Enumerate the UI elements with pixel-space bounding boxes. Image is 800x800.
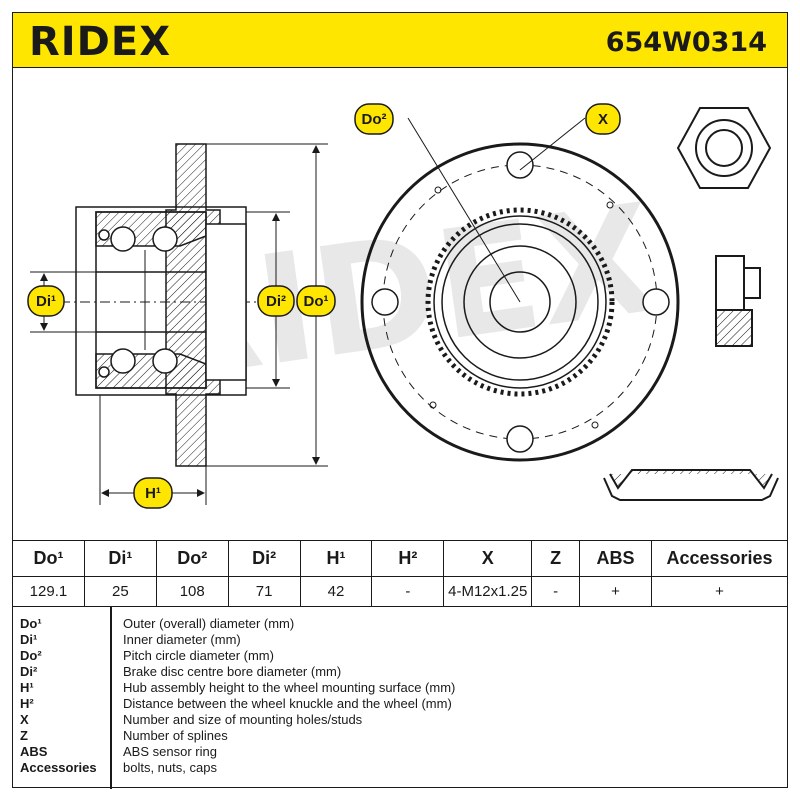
legend-description: Number and size of mounting holes/studs [123, 712, 363, 727]
legend-description: ABS sensor ring [123, 744, 217, 759]
legend-row: H¹ Hub assembly height to the wheel mount… [12, 680, 788, 696]
callout-do2: Do² [354, 103, 394, 135]
legend-description: bolts, nuts, caps [123, 760, 217, 775]
spec-header: Di² [227, 540, 301, 577]
legend-symbol: Accessories [20, 760, 97, 775]
nut-front-icon [676, 107, 772, 189]
spec-value: 4-M12x1.25 [443, 576, 533, 607]
callout-h1: H¹ [133, 477, 173, 509]
spec-header: Di¹ [83, 540, 157, 577]
legend: Do¹ Outer (overall) diameter (mm) Di¹ Inne… [12, 606, 788, 789]
svg-text:Do²: Do² [362, 111, 387, 128]
legend-description: Outer (overall) diameter (mm) [123, 616, 295, 631]
cap-icon [603, 469, 779, 501]
legend-description: Pitch circle diameter (mm) [123, 648, 274, 663]
legend-symbol: H¹ [20, 680, 34, 695]
legend-row: Do¹ Outer (overall) diameter (mm) [12, 616, 788, 632]
legend-symbol: Z [20, 728, 28, 743]
hub-cross-section [60, 143, 262, 467]
spec-table: Do¹ Di¹ Do² Di² H¹ H² X Z ABS Accessorie… [12, 540, 788, 607]
legend-row: Z Number of splines [12, 728, 788, 744]
spec-header: ABS [579, 540, 653, 577]
svg-text:Di¹: Di¹ [36, 293, 56, 310]
spec-value: - [371, 576, 445, 607]
spec-header: Do² [155, 540, 229, 577]
legend-symbol: ABS [20, 744, 48, 759]
legend-row: ABS ABS sensor ring [12, 744, 788, 760]
legend-symbol: Do¹ [20, 616, 42, 631]
technical-drawing: RIDEX [27, 103, 779, 509]
spec-value: 129.1 [12, 576, 85, 607]
spec-header: Do¹ [12, 540, 85, 577]
spec-value: 71 [227, 576, 301, 607]
callout-do1: Do¹ [296, 285, 336, 317]
legend-row: Di² Brake disc centre bore diameter (mm) [12, 664, 788, 680]
spec-header: Accessories [651, 540, 788, 577]
svg-text:Do¹: Do¹ [304, 293, 329, 310]
header-bar: RIDEX 654W0314 [12, 12, 788, 68]
spec-value-row: 129.1 25 108 71 42 - 4-M12x1.25 - + + [12, 576, 788, 607]
svg-text:X: X [598, 111, 608, 128]
spec-value: 25 [83, 576, 157, 607]
part-number: 654W0314 [605, 27, 767, 58]
legend-symbol: Di¹ [20, 632, 38, 647]
spec-header: X [443, 540, 533, 577]
spec-header-row: Do¹ Di¹ Do² Di² H¹ H² X Z ABS Accessorie… [12, 540, 788, 577]
legend-row: Do² Pitch circle diameter (mm) [12, 648, 788, 664]
dimension-lines [30, 143, 328, 505]
svg-text:H¹: H¹ [145, 485, 161, 502]
legend-symbol: Do² [20, 648, 42, 663]
spec-value: 108 [155, 576, 229, 607]
spec-header: H² [371, 540, 445, 577]
legend-row: Di¹ Inner diameter (mm) [12, 632, 788, 648]
legend-row: X Number and size of mounting holes/studs [12, 712, 788, 728]
spec-value: + [651, 576, 788, 607]
legend-symbol: Di² [20, 664, 38, 679]
legend-description: Brake disc centre bore diameter (mm) [123, 664, 342, 679]
brand-logo: RIDEX [29, 19, 172, 65]
spec-value: 42 [299, 576, 373, 607]
legend-row: H² Distance between the wheel knuckle and… [12, 696, 788, 712]
callout-di2: Di² [257, 285, 295, 317]
callout-di1: Di¹ [27, 285, 65, 317]
legend-row: Accessories bolts, nuts, caps [12, 760, 788, 776]
spec-value: + [579, 576, 653, 607]
legend-description: Inner diameter (mm) [123, 632, 241, 647]
spec-header: H¹ [299, 540, 373, 577]
nut-side-icon [715, 255, 761, 347]
legend-symbol: X [20, 712, 29, 727]
spec-header: Z [531, 540, 581, 577]
legend-description: Number of splines [123, 728, 228, 743]
legend-description: Distance between the wheel knuckle and t… [123, 696, 452, 711]
legend-description: Hub assembly height to the wheel mountin… [123, 680, 456, 695]
spec-value: - [531, 576, 581, 607]
hub-front-view [360, 117, 680, 462]
svg-text:Di²: Di² [266, 293, 286, 310]
legend-divider [110, 607, 112, 789]
callout-x: X [585, 103, 621, 135]
legend-symbol: H² [20, 696, 34, 711]
